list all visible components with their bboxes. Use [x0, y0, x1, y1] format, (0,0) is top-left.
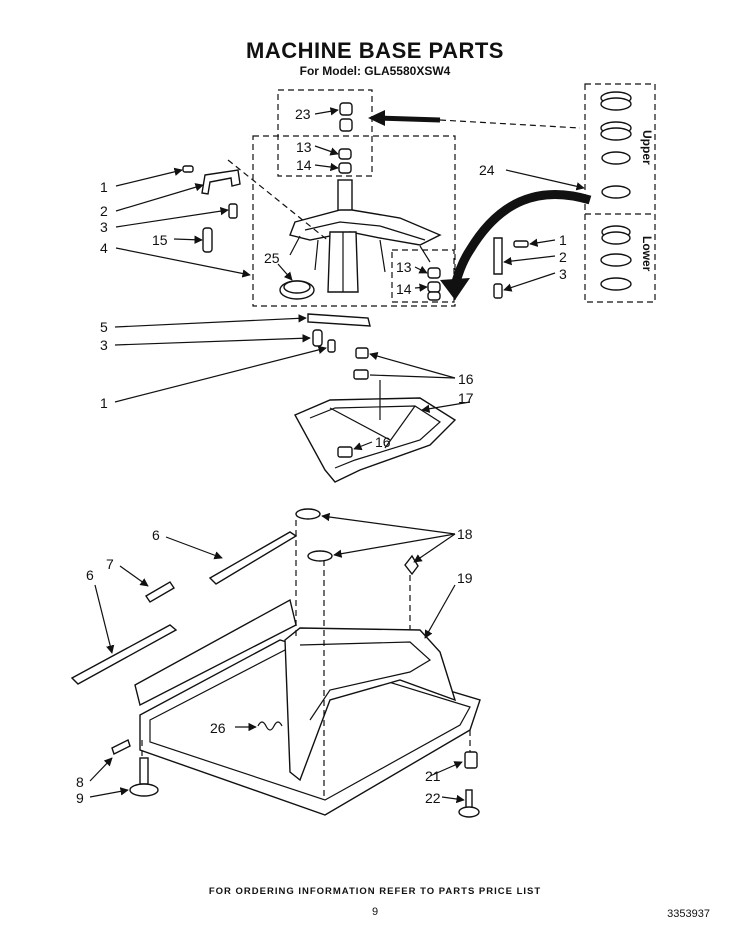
ordering-note: FOR ORDERING INFORMATION REFER TO PARTS …: [208, 886, 542, 897]
callout-3: 3: [100, 219, 108, 235]
callout-24: 24: [479, 162, 495, 178]
callout-17: 17: [458, 390, 474, 406]
callout-8: 8: [76, 774, 84, 790]
drive-assembly: [279, 102, 442, 301]
callout-19: 19: [457, 570, 473, 586]
right-bracket-parts: [493, 237, 529, 299]
callout-1-lower: 1: [100, 395, 108, 411]
page-number: 9: [371, 906, 379, 918]
seal-panel-box: [584, 83, 656, 303]
callout-9: 9: [76, 790, 84, 806]
base-frame: [70, 508, 481, 818]
callout-16: 16: [458, 371, 474, 387]
cradle-assembly: [294, 347, 457, 483]
group-box-top: [277, 89, 373, 177]
callout-6-lower: 6: [86, 567, 94, 583]
callout-5: 5: [100, 319, 108, 335]
callout-26: 26: [210, 720, 226, 736]
callout-14-right: 14: [396, 281, 412, 297]
group-box-main: [252, 135, 456, 307]
callout-2: 2: [100, 203, 108, 219]
seal-lower-label: Lower: [640, 236, 654, 272]
callout-13-right: 13: [396, 259, 412, 275]
callout-1-right: 1: [559, 232, 567, 248]
document-number: 3353937: [667, 908, 710, 920]
lower-bracket-parts: [307, 313, 371, 353]
page-title: MACHINE BASE PARTS: [246, 38, 504, 63]
callout-22: 22: [425, 790, 441, 806]
callout-labels: 1 2 3 15 4 23 13 14 25 24 1 2 3 13 14 5 …: [76, 106, 567, 806]
curved-arrow: [450, 189, 592, 287]
seal-stack: [600, 91, 632, 291]
callout-13: 13: [296, 139, 312, 155]
model-subtitle: For Model: GLA5580XSW4: [299, 64, 451, 78]
callout-25: 25: [264, 250, 280, 266]
callout-2-right: 2: [559, 249, 567, 265]
leader-lines: [89, 107, 585, 804]
callout-14: 14: [296, 157, 312, 173]
callout-16-lower: 16: [375, 434, 391, 450]
callout-21: 21: [425, 768, 441, 784]
left-bracket-parts: [182, 159, 331, 253]
callout-4: 4: [100, 240, 108, 256]
callout-6: 6: [152, 527, 160, 543]
callout-3-lower: 3: [100, 337, 108, 353]
callout-1: 1: [100, 179, 108, 195]
callout-18: 18: [457, 526, 473, 542]
callout-7: 7: [106, 556, 114, 572]
callout-15: 15: [152, 232, 168, 248]
top-arrow: [374, 115, 441, 123]
callout-3-right: 3: [559, 266, 567, 282]
seal-upper-label: Upper: [640, 130, 654, 165]
callout-23: 23: [295, 106, 311, 122]
